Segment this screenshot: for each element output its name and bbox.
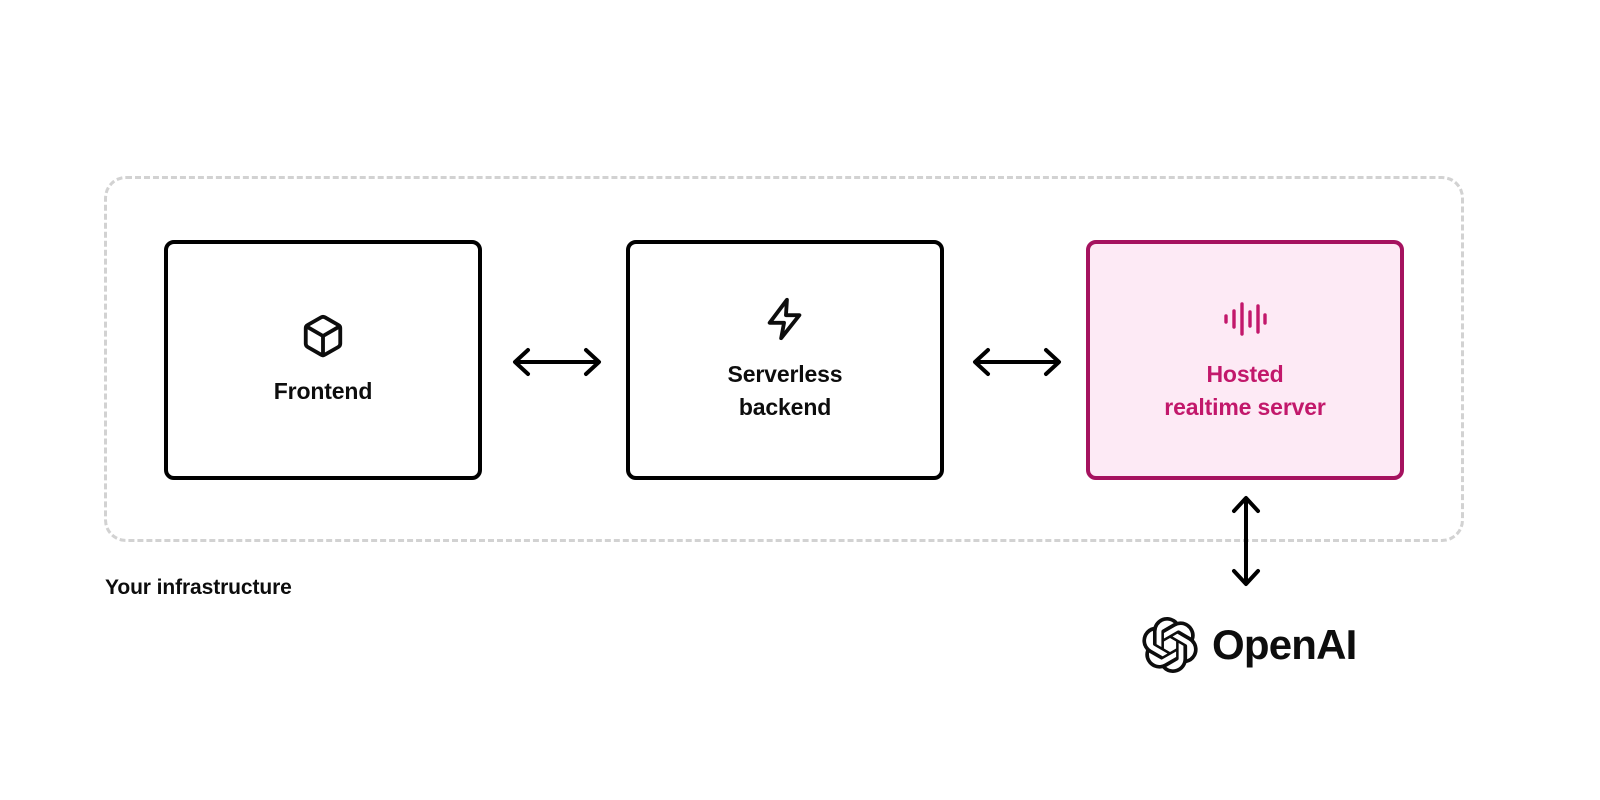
cube-icon (300, 313, 346, 359)
node-hosted-realtime-server: Hosted realtime server (1086, 240, 1404, 480)
node-frontend: Frontend (164, 240, 482, 480)
openai-logo-icon (1142, 617, 1198, 674)
bolt-icon (762, 296, 808, 342)
node-hosted-realtime-server-label: Hosted realtime server (1164, 361, 1326, 420)
arrow-backend-to-realtime (966, 340, 1068, 384)
openai-lockup: OpenAI (1142, 617, 1357, 674)
arrow-frontend-to-backend (506, 340, 608, 384)
waveform-icon (1220, 296, 1270, 342)
your-infrastructure-boundary (104, 176, 1464, 542)
arrow-realtime-to-openai (1224, 489, 1268, 593)
your-infrastructure-label: Your infrastructure (105, 576, 292, 599)
node-frontend-label: Frontend (273, 377, 373, 404)
node-serverless-backend-label: Serverless backend (727, 361, 843, 420)
openai-wordmark: OpenAI (1212, 621, 1357, 668)
node-serverless-backend: Serverless backend (626, 240, 944, 480)
